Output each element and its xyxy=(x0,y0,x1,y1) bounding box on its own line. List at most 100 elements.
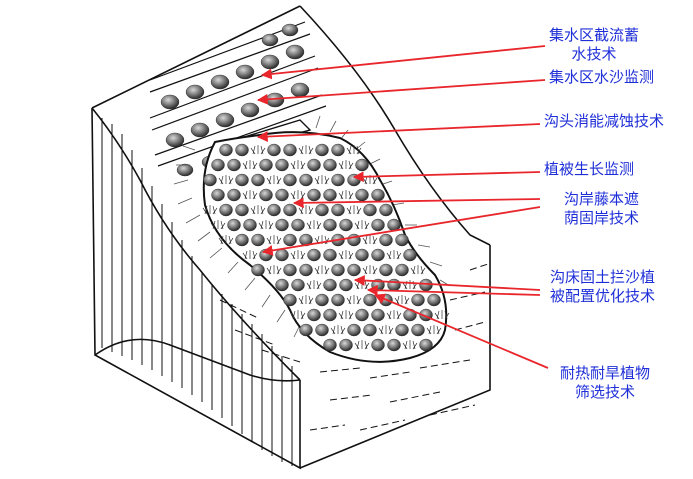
gully-grass xyxy=(202,145,450,350)
arrow-rainwater xyxy=(260,45,546,80)
grass-tuft xyxy=(338,310,354,320)
shrub-ball xyxy=(227,218,241,232)
shrub-ball xyxy=(211,158,225,172)
grass-tuft xyxy=(410,265,426,275)
shrub-ball xyxy=(331,173,345,187)
shrub-ball xyxy=(379,233,393,247)
shrub-ball xyxy=(275,158,289,172)
shrub-ball xyxy=(315,293,329,307)
arrow-vine-1 xyxy=(292,197,541,209)
shrub-ball xyxy=(395,323,409,337)
shrub-ball xyxy=(291,218,305,232)
grass-tuft xyxy=(394,295,410,305)
label-water-sediment-monitoring: 集水区水沙监测 xyxy=(549,68,654,87)
grass-tuft xyxy=(290,190,306,200)
grass-tuft xyxy=(314,235,330,245)
grass-tuft xyxy=(218,175,234,185)
shrub-ball xyxy=(299,263,313,277)
shrub-ball xyxy=(275,248,289,262)
shrub-ball xyxy=(331,263,345,277)
shrub-ball xyxy=(251,173,265,187)
grass-tuft xyxy=(250,205,266,215)
grass-tuft xyxy=(402,340,418,350)
label-plant-line2: 筛选技术 xyxy=(575,383,636,401)
arrow-bed-1 xyxy=(353,275,541,291)
shrub-ball xyxy=(339,338,353,352)
shrub-ball xyxy=(323,188,337,202)
grass-tuft xyxy=(386,250,402,260)
grass-tuft xyxy=(314,175,330,185)
shrub-ball xyxy=(323,308,337,322)
grass-tuft xyxy=(306,280,322,290)
shrub-ball xyxy=(323,218,337,232)
grass-tuft xyxy=(378,325,394,335)
shrub-ball xyxy=(419,278,433,292)
grass-tuft xyxy=(362,175,378,185)
label-rainwater-line2: 水技术 xyxy=(571,45,617,63)
shrub-ball xyxy=(387,278,401,292)
shrub-ball xyxy=(387,338,401,352)
shrub-ball xyxy=(371,218,385,232)
shrub-ball xyxy=(331,143,345,157)
grass-tuft xyxy=(210,220,226,230)
shrub-ball xyxy=(323,158,337,172)
label-rainwater-line1: 集水区截流蓄 xyxy=(549,26,640,44)
shrub-ball xyxy=(355,188,369,202)
shrub-ball xyxy=(315,203,329,217)
shrub-ball xyxy=(235,173,249,187)
shrub-ball xyxy=(347,173,361,187)
label-bed-line2: 被配置优化技术 xyxy=(550,287,656,305)
grass-tuft xyxy=(330,325,346,335)
shrub-ball xyxy=(323,338,337,352)
grass-tuft xyxy=(346,205,362,215)
arrow-veg-growth xyxy=(352,171,541,183)
label-gully-head-text: 沟头消能减蚀技术 xyxy=(544,112,665,130)
shrub-ball xyxy=(355,308,369,322)
label-gully-bed-vegetation: 沟床固土拦沙植 被配置优化技术 xyxy=(550,268,655,306)
shrub-ball xyxy=(323,278,337,292)
shrub-ball xyxy=(283,143,297,157)
grass-tuft xyxy=(354,340,370,350)
grass-tuft xyxy=(290,310,306,320)
label-veg-growth-text: 植被生长监测 xyxy=(544,160,635,178)
shrub-ball xyxy=(363,323,377,337)
label-vine-line1: 沟岸藤本遮 xyxy=(564,190,640,208)
shrub-ball xyxy=(323,248,337,262)
grass-tuft xyxy=(346,295,362,305)
shrub-ball xyxy=(371,308,385,322)
label-vegetation-growth: 植被生长监测 xyxy=(544,160,634,179)
grass-tuft xyxy=(250,145,266,155)
shrub-ball xyxy=(339,218,353,232)
grass-tuft xyxy=(338,190,354,200)
shrub-ball xyxy=(283,263,297,277)
shrub-ball xyxy=(267,203,281,217)
shrub-ball xyxy=(227,158,241,172)
label-drought-plant-screening: 耐热耐旱植物 筛选技术 xyxy=(560,364,650,402)
shrub-ball xyxy=(339,278,353,292)
label-vine-line2: 荫固岸技术 xyxy=(564,209,640,227)
shrub-ball xyxy=(259,158,273,172)
arrow-gully-head xyxy=(256,123,541,142)
grass-tuft xyxy=(314,265,330,275)
shrub-ball xyxy=(227,188,241,202)
shrub-ball xyxy=(395,233,409,247)
shrub-ball xyxy=(235,233,249,247)
shrub-ball xyxy=(403,248,417,262)
grass-tuft xyxy=(354,220,370,230)
grass-tuft xyxy=(242,160,258,170)
shrub-ball xyxy=(419,338,433,352)
shrub-ball xyxy=(411,293,425,307)
grass-tuft xyxy=(306,220,322,230)
shrub-ball xyxy=(203,173,217,187)
shrub-ball xyxy=(275,188,289,202)
shrub-ball xyxy=(411,323,425,337)
shrub-ball xyxy=(283,173,297,187)
grass-tuft xyxy=(338,160,354,170)
shrub-ball xyxy=(395,263,409,277)
shrub-ball xyxy=(299,233,313,247)
shrub-ball xyxy=(355,248,369,262)
grass-tuft xyxy=(242,250,258,260)
callout-arrows xyxy=(256,45,549,369)
